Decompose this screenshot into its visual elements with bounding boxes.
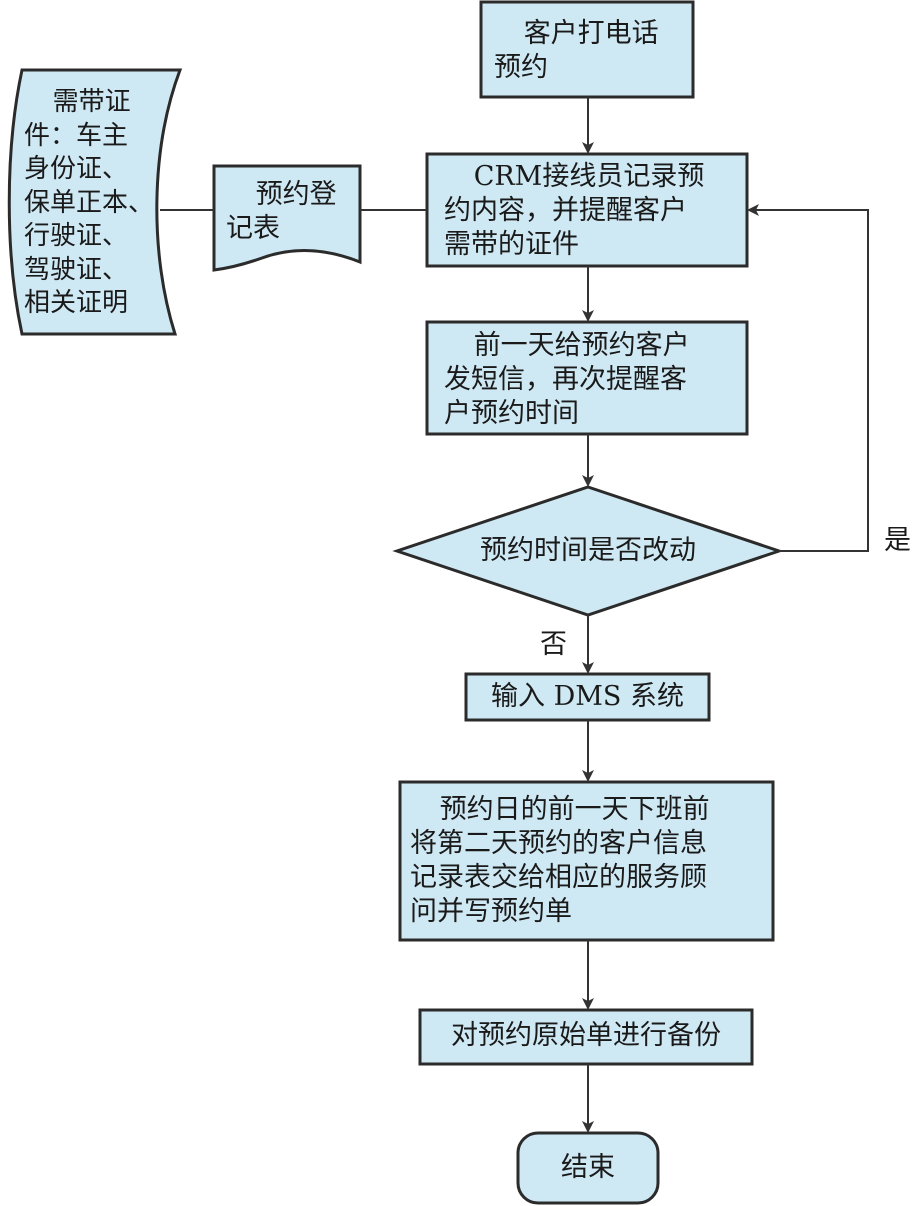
form-document-shape [212,164,362,272]
record-text: CRM接线员记录预 约内容，并提醒客户 需带的证件 [444,161,705,260]
decision-text: 预约时间是否改动 [480,535,696,566]
backup-box [418,1008,754,1066]
sms-box [425,320,749,436]
dms-box [464,672,711,722]
backup-text: 对预约原始单进行备份 [451,1020,721,1051]
dms-text: 输入 DMS 系统 [491,681,684,712]
handover-box [398,780,775,942]
yes-label: 是 [884,525,911,556]
docs-note-text: 需带证 件：车主 身份证、 保单正本、 行驶证、 驾驶证、 相关证明 [24,87,155,318]
end-text: 结束 [561,1152,615,1183]
sms-text: 前一天给预约客户 发短信，再次提醒客 户预约时间 [444,330,690,429]
arrow-yes-loop [747,204,869,552]
record-box [425,152,749,268]
start-text: 客户打电话 预约 [494,18,659,83]
start-box [479,0,695,99]
docs-note-shape [7,68,183,336]
no-label: 否 [540,629,567,660]
handover-text: 预约日的前一天下班前 将第二天预约的客户信息 记录表交给相应的服务顾 问并写预约… [410,794,710,927]
form-text: 预约登 记表 [226,179,337,244]
end-box [516,1131,660,1205]
